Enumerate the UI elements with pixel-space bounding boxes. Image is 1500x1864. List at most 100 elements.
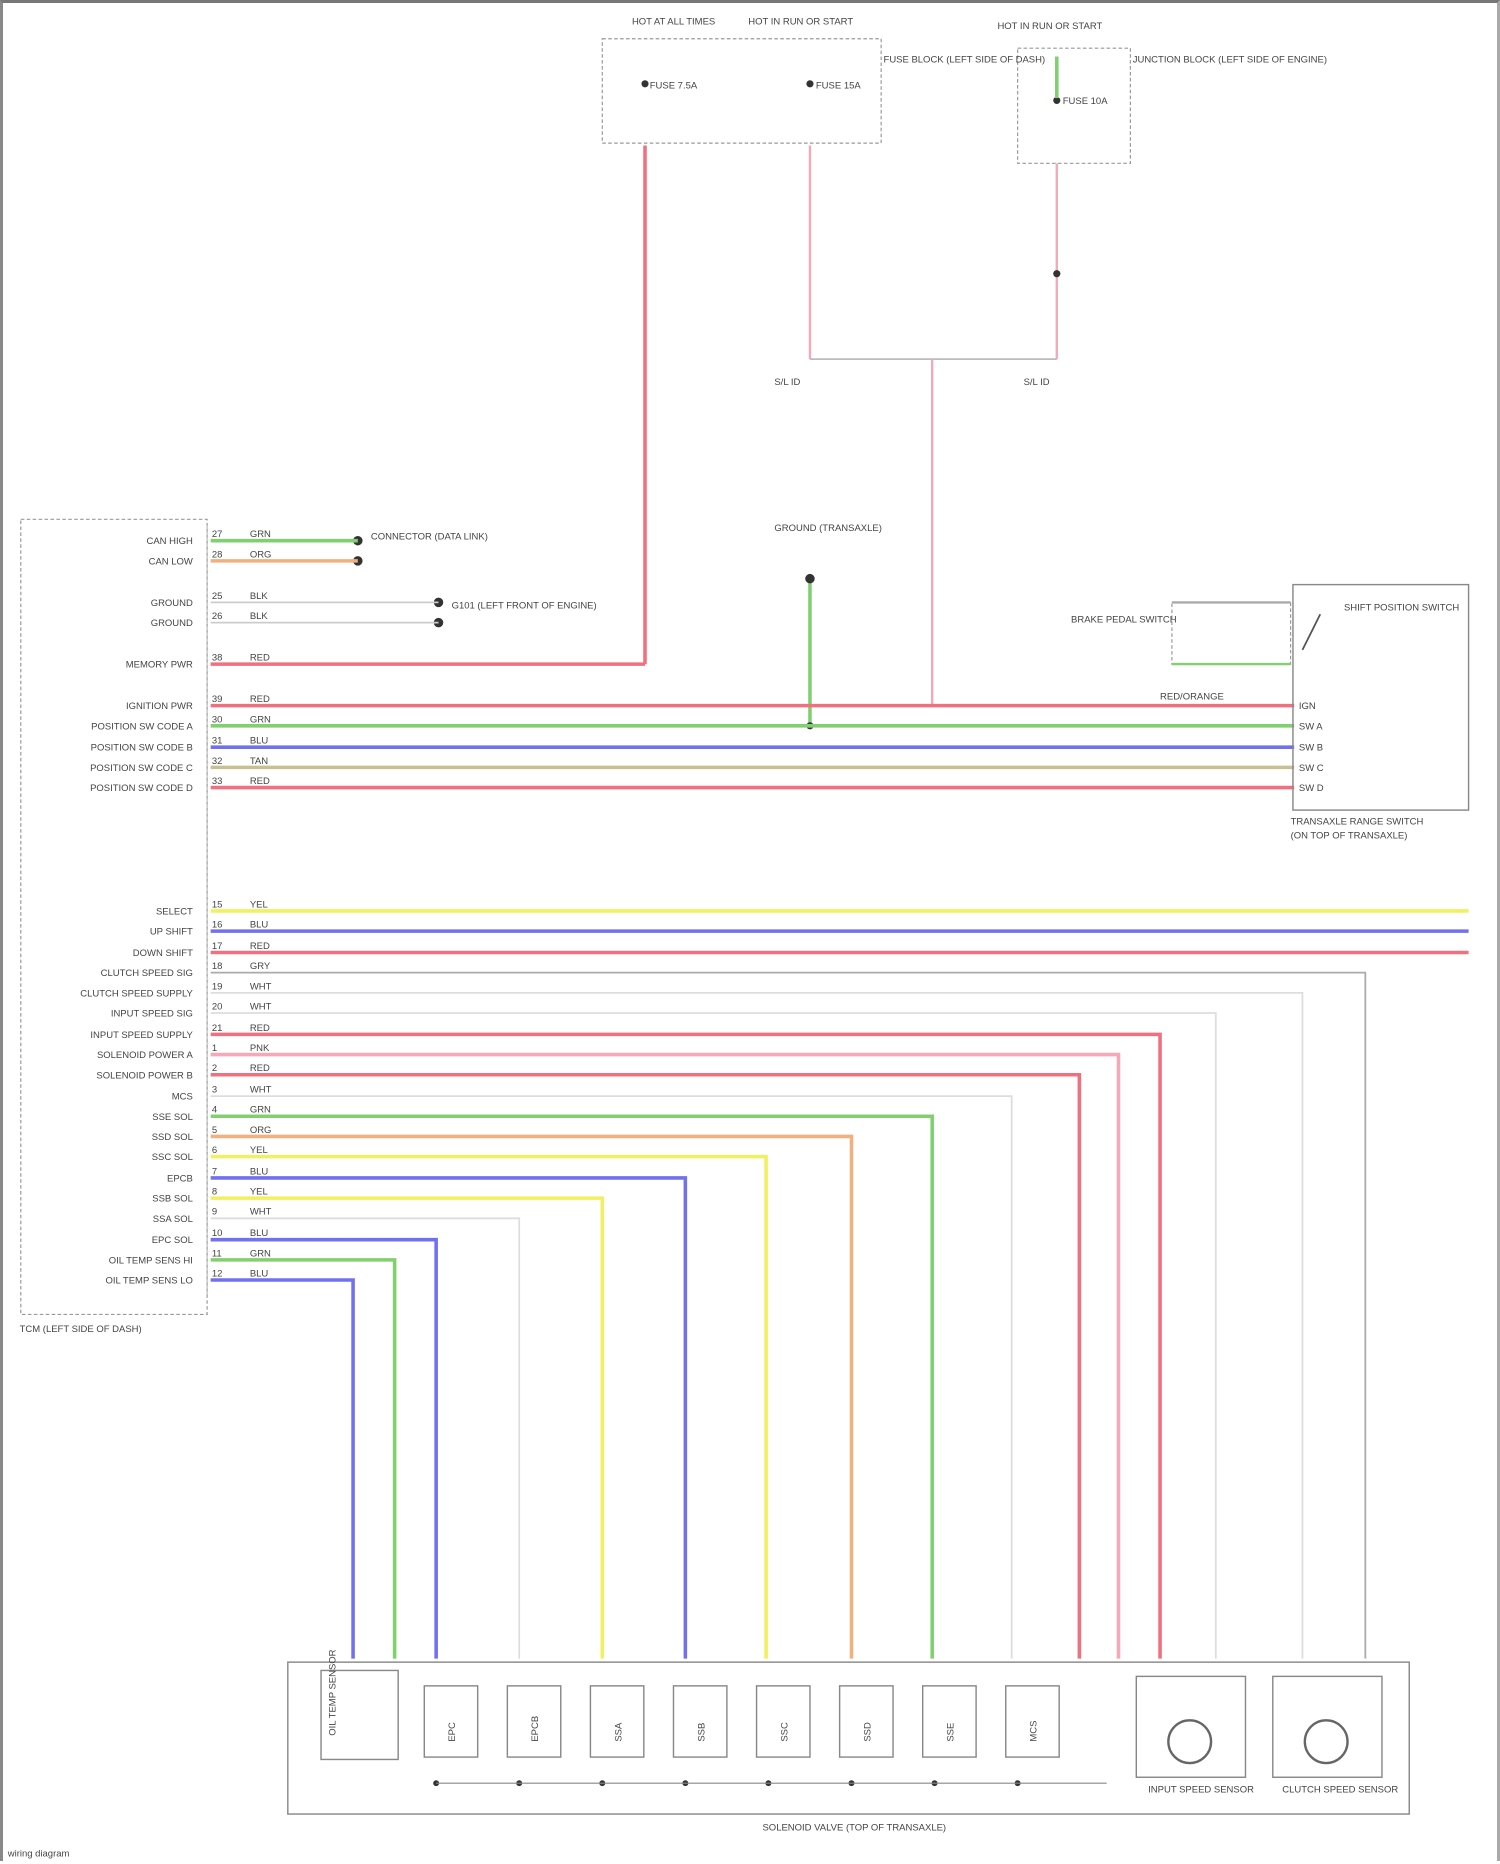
tcm-pin-number: 28 xyxy=(212,549,223,560)
tcm-pin-label: GROUND xyxy=(151,598,193,609)
wire-clutch-speed-supply xyxy=(211,993,1303,1659)
tcm-pin-number: 11 xyxy=(212,1248,222,1259)
wire-color-code: BLU xyxy=(250,1228,269,1239)
tcm-pin-label: SSB SOL xyxy=(152,1194,193,1205)
tcm-pin-number: 20 xyxy=(212,1001,223,1012)
switch-pin-label: SW D xyxy=(1299,783,1324,794)
tcm-pin-number: 32 xyxy=(212,756,223,767)
tcm-pin-label: INPUT SPEED SUPPLY xyxy=(90,1030,193,1041)
tcm-pin-label: CAN LOW xyxy=(149,556,193,567)
solenoid-label: EPC xyxy=(447,1722,458,1742)
solenoid-label: SSE xyxy=(946,1723,957,1742)
wire-color-code: WHT xyxy=(250,1085,272,1096)
tcm-pin-number: 25 xyxy=(212,591,223,602)
tcm-pin-number: 9 xyxy=(212,1207,217,1218)
tcm-pin-label: SSA SOL xyxy=(153,1214,193,1225)
switch-pin-label: SW B xyxy=(1299,743,1323,754)
tcm-pin-label: EPCB xyxy=(167,1174,193,1185)
tcm-pin-label: CLUTCH SPEED SUPPLY xyxy=(80,988,193,999)
solenoid-coil xyxy=(923,1686,976,1757)
solenoid-label: SSA xyxy=(613,1722,624,1742)
switch-pwr-label: RED/ORANGE xyxy=(1160,692,1224,703)
wire-color-code: GRN xyxy=(250,714,271,725)
fuse2-terminal xyxy=(806,80,813,87)
fuse2-label: FUSE 15A xyxy=(816,81,861,92)
wire-epc-sol xyxy=(211,1240,436,1659)
wire-color-code: RED xyxy=(250,694,270,705)
tcm-pin-number: 1 xyxy=(212,1043,217,1054)
fuse3-note: JUNCTION BLOCK (LEFT SIDE OF ENGINE) xyxy=(1133,54,1327,65)
range-switch-outline xyxy=(1293,585,1469,810)
tcm-pin-label: POSITION SW CODE B xyxy=(91,743,193,754)
tcm-pin-number: 5 xyxy=(212,1125,217,1136)
tcm-pin-number: 8 xyxy=(212,1187,217,1198)
wire-ssb-sol xyxy=(211,1198,603,1658)
can-connector-label: CONNECTOR (DATA LINK) xyxy=(371,532,488,543)
solenoid-coil xyxy=(673,1686,726,1757)
tcm-pin-label: CAN HIGH xyxy=(146,536,193,547)
solenoid-coil xyxy=(590,1686,643,1757)
wire-color-code: RED xyxy=(250,653,270,664)
tcm-pin-number: 3 xyxy=(212,1085,217,1096)
wire-color-code: RED xyxy=(250,776,270,787)
wire-color-code: BLK xyxy=(250,591,269,602)
wire-mcs xyxy=(211,1096,1012,1659)
switch-side-label: SHIFT POSITION SWITCH xyxy=(1344,603,1459,614)
wire-oil-temp-sens-hi xyxy=(211,1260,395,1659)
tcm-pin-label: GROUND xyxy=(151,618,193,629)
tcm-pin-label: POSITION SW CODE A xyxy=(91,721,193,732)
fuse1-terminal xyxy=(641,80,648,87)
wire-color-code: GRN xyxy=(250,1105,271,1116)
tcm-pin-number: 31 xyxy=(212,736,223,747)
tcm-pin-number: 39 xyxy=(212,694,223,705)
tcm-pin-label: OIL TEMP SENS LO xyxy=(106,1276,193,1287)
tcm-pin-label: SSD SOL xyxy=(152,1132,193,1143)
tcm-pin-number: 19 xyxy=(212,981,223,992)
ground-label: G101 (LEFT FRONT OF ENGINE) xyxy=(452,600,597,611)
wire-color-code: RED xyxy=(250,1063,270,1074)
wire-color-code: ORG xyxy=(250,549,272,560)
wire-color-code: BLU xyxy=(250,920,269,931)
tcm-pin-number: 26 xyxy=(212,611,223,622)
splice-dot xyxy=(1053,270,1060,277)
solenoid-label: EPCB xyxy=(530,1716,541,1742)
wire-ssd-sol xyxy=(211,1136,852,1658)
wire-epcb xyxy=(211,1178,686,1659)
fuse-box-note: FUSE BLOCK (LEFT SIDE OF DASH) xyxy=(884,54,1046,65)
solenoid-label: SSB xyxy=(696,1723,707,1742)
brake-switch-outline xyxy=(1172,602,1291,664)
wire-color-code: PNK xyxy=(250,1043,270,1054)
tcm-pin-label: SSE SOL xyxy=(152,1112,193,1123)
wire-color-code: RED xyxy=(250,1023,270,1034)
splice-left-label: S/L ID xyxy=(774,377,800,388)
tcm-pin-number: 6 xyxy=(212,1145,217,1156)
switch-pin-label: SW C xyxy=(1299,763,1324,774)
tcm-title: TCM (LEFT SIDE OF DASH) xyxy=(20,1324,142,1335)
tcm-pin-number: 4 xyxy=(212,1105,217,1116)
wire-color-code: YEL xyxy=(250,899,268,910)
wire-oil-temp-sens-lo xyxy=(211,1280,353,1659)
tcm-pin-label: MCS xyxy=(172,1092,193,1103)
tcm-pin-number: 17 xyxy=(212,941,223,952)
wire-color-code: WHT xyxy=(250,1207,272,1218)
tcm-pin-number: 21 xyxy=(212,1023,223,1034)
splice-right-label: S/L ID xyxy=(1024,377,1050,388)
tcm-pin-number: 7 xyxy=(212,1166,217,1177)
tcm-pin-label: SOLENOID POWER B xyxy=(96,1070,192,1081)
switch-note: (ON TOP OF TRANSAXLE) xyxy=(1291,831,1408,842)
wire-ign-to-switch xyxy=(932,359,1294,706)
tcm-pin-number: 30 xyxy=(212,714,223,725)
solenoid-label: SSD xyxy=(862,1722,873,1742)
fuse1-title: HOT AT ALL TIMES xyxy=(632,16,715,27)
clutch-speed-sensor-icon xyxy=(1305,1720,1348,1763)
wire-color-code: BLU xyxy=(250,736,269,747)
tcm-pin-number: 2 xyxy=(212,1063,217,1074)
tcm-pin-label: SELECT xyxy=(156,907,193,918)
tcm-pin-number: 33 xyxy=(212,776,223,787)
tcm-pin-number: 15 xyxy=(212,899,223,910)
tcm-pin-label: POSITION SW CODE C xyxy=(90,763,193,774)
tcm-pin-label: CLUTCH SPEED SIG xyxy=(101,968,193,979)
wire-color-code: WHT xyxy=(250,1001,272,1012)
wire-color-code: ORG xyxy=(250,1125,272,1136)
